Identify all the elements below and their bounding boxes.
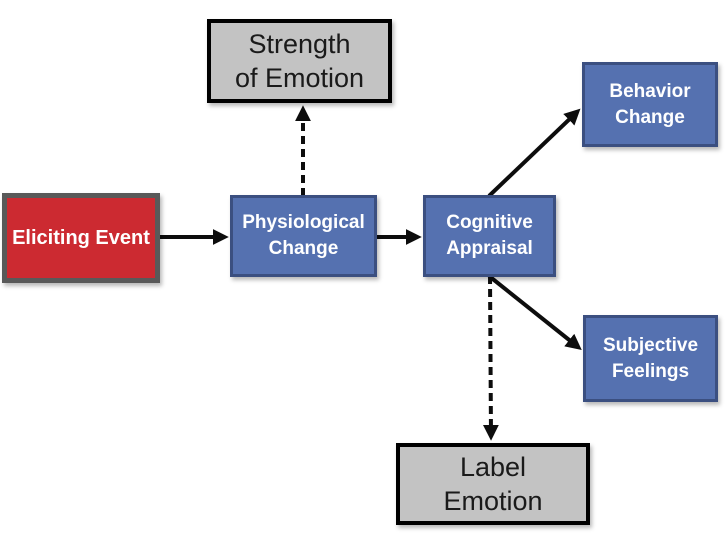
- node-label-line: Change: [615, 106, 685, 128]
- node-label-line: Strength: [248, 29, 351, 59]
- node-cognitive-appraisal: Cognitive Appraisal: [423, 195, 556, 277]
- node-label-line: Subjective: [602, 334, 699, 356]
- node-label-line: Feelings: [611, 360, 690, 382]
- edge-cognitive-to-label: [482, 275, 499, 441]
- node-label-line: Appraisal: [446, 238, 533, 259]
- node-eliciting-event: Eliciting Event: [2, 193, 160, 283]
- edge-cognitive-to-subjective: [487, 274, 582, 350]
- node-label-line: of Emotion: [234, 63, 365, 93]
- node-behavior-change: Behavior Change: [582, 62, 718, 147]
- node-label-line: Cognitive: [446, 212, 533, 233]
- node-label-line: Physiological: [242, 212, 365, 233]
- edge-cognitive-to-behavior: [487, 108, 581, 198]
- node-label-line: Emotion: [443, 486, 543, 516]
- node-label-line: Label: [459, 452, 527, 482]
- node-label-line: Behavior: [609, 80, 691, 102]
- node-subjective-feelings: Subjective Feelings: [583, 315, 718, 402]
- node-label-line: Eliciting Event: [12, 227, 150, 249]
- node-strength-of-emotion: Strength of Emotion: [207, 19, 392, 103]
- node-physiological-change: Physiological Change: [230, 195, 377, 277]
- node-label-emotion: Label Emotion: [396, 443, 590, 525]
- node-label-line: Change: [268, 238, 339, 259]
